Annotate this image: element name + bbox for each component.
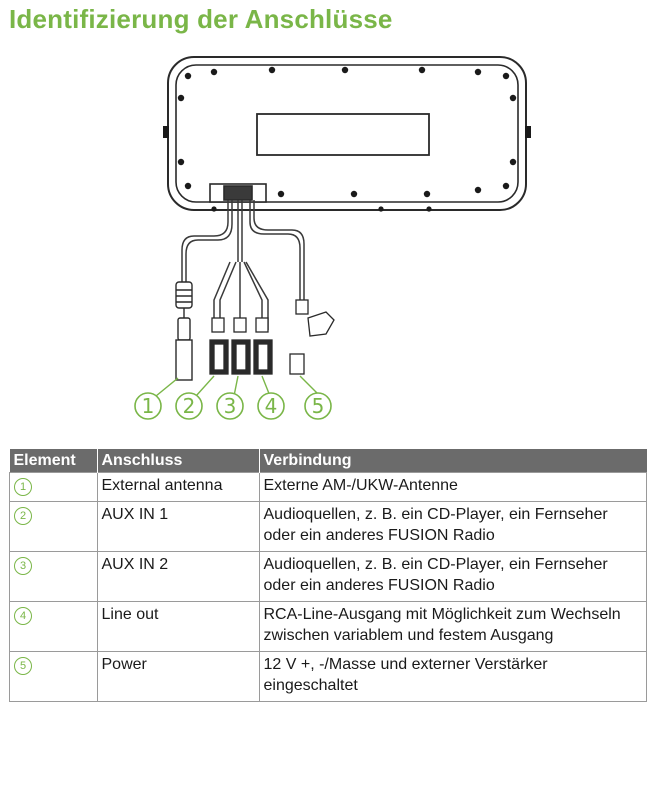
header-verbindung: Verbindung xyxy=(258,449,647,473)
connections-table: Element Anschluss Verbindung 1 External … xyxy=(9,449,647,702)
callout-2 xyxy=(175,392,203,420)
table-header-row: Element Anschluss Verbindung xyxy=(9,449,647,473)
callout-3 xyxy=(216,392,244,420)
verbindung-cell: 12 V +, -/Masse und externer Verstärker … xyxy=(258,651,647,702)
element-badge: 3 xyxy=(14,557,32,575)
element-badge: 4 xyxy=(14,607,32,625)
callout-5 xyxy=(304,392,332,420)
callout-3-label: 3 xyxy=(224,394,237,418)
callout-4-label: 4 xyxy=(265,394,278,418)
anschluss-cell: Line out xyxy=(96,601,260,652)
device-display-slot xyxy=(256,113,430,156)
element-badge: 2 xyxy=(14,507,32,525)
header-anschluss: Anschluss xyxy=(96,449,259,473)
page-title: Identifizierung der Anschlüsse xyxy=(9,4,393,34)
connector-diagram: 1 2 3 4 5 xyxy=(134,56,531,420)
header-element: Element xyxy=(9,449,97,473)
verbindung-cell: Externe AM-/UKW-Antenne xyxy=(258,472,647,502)
element-cell: 2 xyxy=(9,501,98,552)
anschluss-cell: AUX IN 2 xyxy=(96,551,260,602)
element-cell: 5 xyxy=(9,651,98,702)
anschluss-cell: AUX IN 1 xyxy=(96,501,260,552)
table-row: 2 AUX IN 1 Audioquellen, z. B. ein CD-Pl… xyxy=(9,501,647,552)
verbindung-cell: RCA-Line-Ausgang mit Möglichkeit zum Wec… xyxy=(258,601,647,652)
callout-5-label: 5 xyxy=(312,394,325,418)
element-badge: 5 xyxy=(14,657,32,675)
table-row: 4 Line out RCA-Line-Ausgang mit Möglichk… xyxy=(9,601,647,652)
verbindung-cell: Audioquellen, z. B. ein CD-Player, ein F… xyxy=(258,551,647,602)
element-cell: 1 xyxy=(9,472,98,502)
element-badge: 1 xyxy=(14,478,32,496)
screws xyxy=(177,66,517,212)
anschluss-cell: Power xyxy=(96,651,260,702)
table-row: 5 Power 12 V +, -/Masse und externer Ver… xyxy=(9,651,647,702)
anschluss-cell: External antenna xyxy=(96,472,260,502)
element-cell: 3 xyxy=(9,551,98,602)
callout-4 xyxy=(257,392,285,420)
table-row: 1 External antenna Externe AM-/UKW-Anten… xyxy=(9,472,647,502)
callout-1 xyxy=(134,392,162,420)
callout-2-label: 2 xyxy=(183,394,196,418)
callout-1-label: 1 xyxy=(142,394,155,418)
element-cell: 4 xyxy=(9,601,98,652)
verbindung-cell: Audioquellen, z. B. ein CD-Player, ein F… xyxy=(258,501,647,552)
table-row: 3 AUX IN 2 Audioquellen, z. B. ein CD-Pl… xyxy=(9,551,647,602)
